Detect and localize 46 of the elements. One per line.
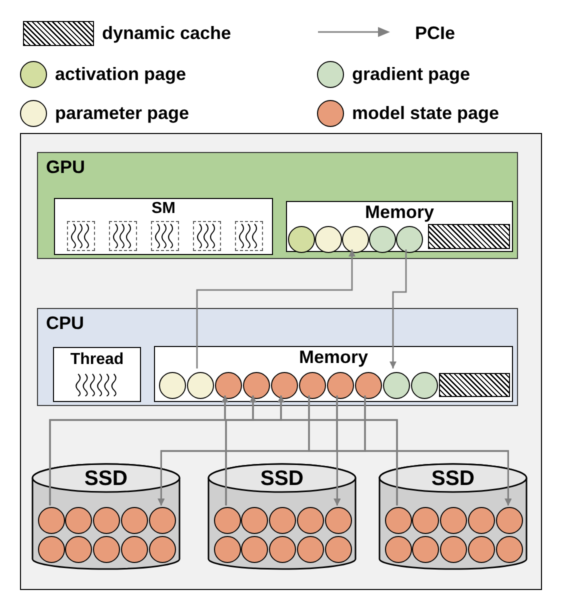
arrow xyxy=(278,396,398,506)
page-circle xyxy=(382,372,410,398)
page-circle xyxy=(242,372,270,398)
panel-title: CPU xyxy=(46,313,84,334)
processor-panel xyxy=(37,308,518,406)
page-circle xyxy=(298,372,326,398)
box-title: Memory xyxy=(364,202,436,222)
page-circle xyxy=(326,372,354,398)
page-circle xyxy=(158,372,186,398)
page-circle xyxy=(396,226,422,252)
arrow xyxy=(390,250,407,368)
thread-box xyxy=(53,347,141,402)
legend-label: PCIe xyxy=(415,22,456,44)
legend-label: model state page xyxy=(352,102,500,124)
box-title: SSD xyxy=(430,468,476,490)
cache-block xyxy=(439,373,510,397)
page-circle xyxy=(354,372,382,398)
page-circle xyxy=(342,226,368,252)
memory-box xyxy=(286,201,513,252)
ssd-cylinder xyxy=(378,463,528,571)
processor-panel xyxy=(37,152,518,259)
sm-box xyxy=(54,198,273,255)
arrow xyxy=(364,396,512,506)
page-circle xyxy=(410,372,438,398)
page-circle xyxy=(186,372,214,398)
system-frame xyxy=(20,133,542,590)
legend-label: activation page xyxy=(55,63,186,85)
page-circle xyxy=(368,226,396,252)
box-title: SSD xyxy=(83,468,129,490)
legend-label: dynamic cache xyxy=(102,22,232,44)
cache-block xyxy=(428,224,510,249)
box-title: SSD xyxy=(259,468,305,490)
page-circle xyxy=(214,372,242,398)
panel-title: GPU xyxy=(46,157,86,178)
ssd-cylinder xyxy=(31,463,181,571)
page-circle xyxy=(288,226,314,252)
memory-box xyxy=(154,346,513,402)
legend-label: parameter page xyxy=(55,102,190,124)
legend-label: gradient page xyxy=(352,63,470,85)
page-circle xyxy=(314,226,342,252)
page-circle xyxy=(270,372,298,398)
box-title: SM xyxy=(150,200,176,218)
arrow xyxy=(196,250,356,368)
ssd-cylinder xyxy=(207,463,357,571)
box-title: Memory xyxy=(298,347,370,367)
box-title: Thread xyxy=(69,351,125,369)
